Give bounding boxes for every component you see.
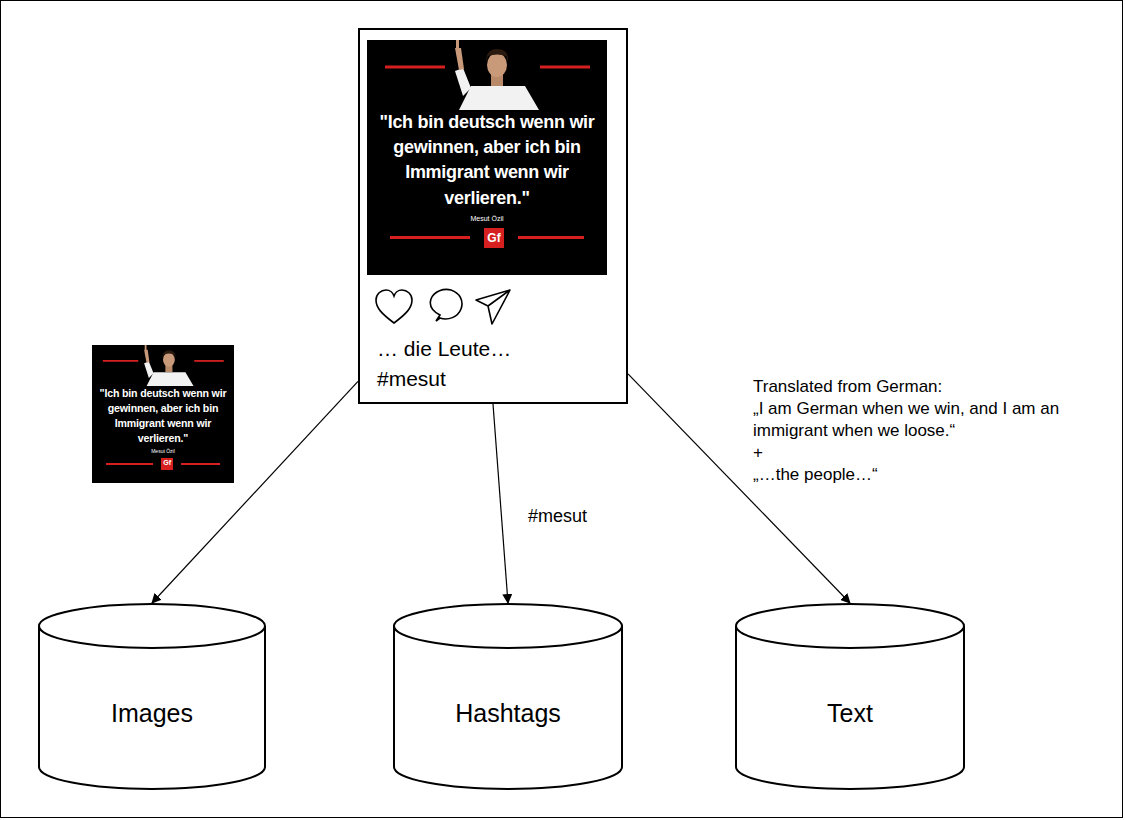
database-cylinder: Text: [735, 603, 965, 790]
translation-line: +: [753, 442, 1113, 464]
red-rule: [540, 66, 590, 69]
quote-image: "Ich bin deutsch wenn wir gewinnen, aber…: [92, 345, 234, 483]
shirt: [459, 86, 539, 110]
edge-note: #mesut: [528, 506, 587, 527]
database-label: Images: [38, 698, 266, 728]
translation-line: „…the people…“: [753, 464, 1113, 486]
comment-icon: [430, 289, 462, 321]
database-cylinder: Hashtags: [393, 603, 623, 790]
database-label: Text: [735, 698, 965, 728]
quote-text: "Ich bin deutsch wenn wir gewinnen, aber…: [375, 110, 599, 211]
logo-row: Gf: [390, 228, 583, 248]
translation-note: Translated from German:„I am German when…: [753, 376, 1113, 486]
finger: [456, 40, 459, 49]
post-hashtag: #mesut: [377, 366, 446, 392]
database-cylinder: [735, 603, 965, 790]
database-cylinder: Images: [38, 603, 266, 790]
finger: [145, 345, 147, 350]
forearm: [144, 350, 149, 363]
sleeve: [144, 362, 153, 379]
portrait-photo: [92, 345, 234, 386]
red-rule: [518, 236, 584, 239]
quote-image: "Ich bin deutsch wenn wir gewinnen, aber…: [367, 40, 607, 275]
database-cylinder: [393, 603, 623, 790]
face: [163, 353, 175, 367]
logo-badge: Gf: [484, 228, 503, 248]
hair: [162, 350, 175, 358]
red-rule: [194, 360, 223, 362]
cylinder-body: [39, 626, 265, 789]
red-rule: [106, 463, 153, 465]
database-cylinder: [38, 603, 266, 790]
logo-badge: Gf: [161, 458, 172, 470]
shirt: [146, 372, 193, 386]
post-caption: … die Leute…: [377, 336, 511, 362]
quote-author: Mesut Özil: [470, 215, 503, 222]
face: [487, 53, 507, 77]
cylinder-top: [736, 604, 964, 648]
logo-row: Gf: [106, 458, 220, 470]
quote-text: "Ich bin deutsch wenn wir gewinnen, aber…: [97, 386, 230, 446]
cylinder-top: [394, 604, 622, 648]
forearm: [455, 48, 464, 70]
quote-author: Mesut Özil: [151, 448, 175, 454]
cylinder-body: [394, 626, 622, 789]
red-rule: [103, 360, 138, 362]
red-rule: [385, 66, 445, 69]
red-rule: [181, 463, 220, 465]
portrait-photo: [367, 40, 607, 110]
cylinder-top: [39, 604, 265, 648]
heart-icon: [376, 290, 412, 323]
cylinder-body: [736, 626, 964, 789]
post-card: … die Leute… #mesut "Ich bin deutsch wenn …: [358, 28, 628, 404]
red-rule: [390, 236, 470, 239]
sleeve: [455, 68, 471, 96]
send-icon: [476, 290, 510, 324]
translation-line: Translated from German:: [753, 376, 1113, 398]
translation-line: „I am German when we win, and I am an im…: [753, 398, 1113, 442]
arrow-connector: [493, 404, 508, 603]
action-icons: [374, 288, 514, 328]
hair: [486, 49, 508, 62]
database-label: Hashtags: [393, 698, 623, 728]
